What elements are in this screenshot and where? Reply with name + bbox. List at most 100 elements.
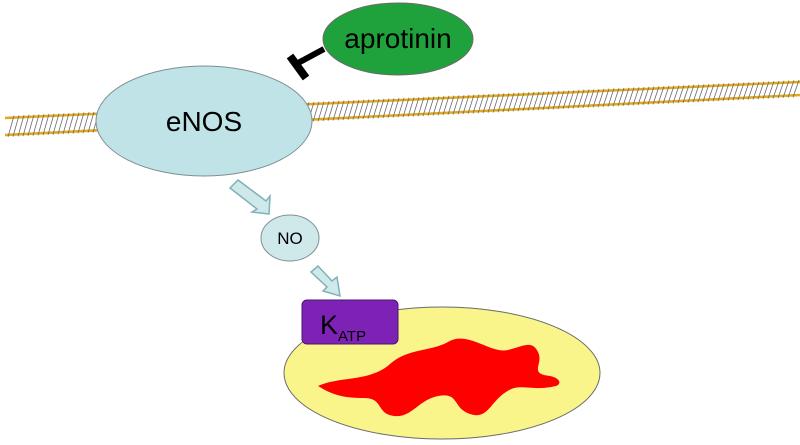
filament-hatch-line — [627, 87, 635, 106]
filament-hatch-line — [767, 81, 775, 99]
no-node: NO — [260, 214, 320, 262]
filament-hatch-line — [327, 100, 335, 121]
filament-hatch-line — [72, 112, 80, 134]
filament-hatch-line — [27, 114, 35, 136]
filament-hatch-line — [647, 86, 655, 105]
katp-channel: KATP — [301, 299, 399, 345]
filament-hatch-line — [552, 90, 560, 110]
filament-hatch-line — [562, 90, 570, 110]
filament-hatch-line — [497, 93, 505, 113]
filament-hatch-line — [422, 96, 430, 117]
filament-hatch-line — [312, 101, 320, 122]
filament-hatch-line — [447, 95, 455, 115]
filament-hatch-line — [517, 92, 525, 112]
filament-hatch-line — [332, 100, 340, 121]
filament-hatch-line — [732, 82, 740, 101]
filament-hatch-line — [32, 114, 40, 136]
filament-hatch-line — [67, 112, 75, 134]
filament-hatch-line — [432, 96, 440, 116]
filament-hatch-line — [322, 101, 330, 122]
filament-hatch-line — [582, 89, 590, 109]
filament-hatch-line — [527, 91, 535, 111]
no-label: NO — [277, 229, 303, 248]
filament-hatch-line — [377, 98, 385, 119]
filament-hatch-line — [567, 90, 575, 109]
filament-hatch-line — [342, 100, 350, 121]
filament-hatch-line — [557, 90, 565, 110]
filament-hatch-line — [772, 80, 780, 99]
filament-hatch-line — [482, 93, 490, 114]
filament-hatch-line — [622, 87, 630, 107]
filament-hatch-line — [712, 83, 720, 102]
filament-hatch-line — [702, 83, 710, 103]
filament-hatch-line — [437, 96, 445, 116]
aprotinin-label: aprotinin — [344, 23, 451, 54]
filament-hatch-line — [657, 86, 665, 105]
filament-hatch-line — [392, 98, 400, 118]
filament-hatch-line — [682, 84, 690, 104]
filament-hatch-line — [17, 115, 25, 137]
filament-hatch-line — [387, 98, 395, 118]
filament-hatch-line — [347, 100, 355, 120]
filament-hatch-line — [787, 80, 795, 98]
filament-hatch-line — [597, 88, 605, 108]
filament-hatch-line — [692, 84, 700, 103]
filament-hatch-line — [82, 112, 90, 134]
filament-hatch-line — [362, 99, 370, 120]
filament-hatch-line — [777, 80, 785, 99]
filament-hatch-line — [442, 95, 450, 116]
arrow-enos-to-no — [228, 179, 271, 215]
filament-hatch-line — [572, 89, 580, 109]
filament-hatch-line — [607, 88, 615, 107]
filament-hatch-line — [637, 86, 645, 106]
katp-subscript: ATP — [338, 328, 366, 345]
filament-hatch-line — [457, 95, 465, 115]
filament-hatch-line — [382, 98, 390, 119]
filament-hatch-line — [537, 91, 545, 111]
filament-hatch-line — [427, 96, 435, 116]
filament-hatch-line — [697, 84, 705, 103]
filament-hatch-line — [507, 92, 515, 112]
katp-label: K — [320, 310, 338, 340]
filament-hatch-line — [547, 91, 555, 110]
filament-hatch-line — [77, 112, 85, 134]
filament-hatch-line — [477, 94, 485, 114]
filament-hatch-line — [7, 115, 15, 137]
filament-hatch-line — [417, 96, 425, 117]
filament-hatch-line — [762, 81, 770, 99]
filament-hatch-line — [687, 84, 695, 103]
filament-hatch-line — [667, 85, 675, 104]
filament-hatch-line — [722, 83, 730, 102]
filament-hatch-line — [407, 97, 415, 117]
filament-hatch-line — [727, 82, 735, 101]
inhibition-edge — [286, 46, 326, 81]
filament-hatch-line — [707, 83, 715, 102]
filament-hatch-line — [502, 93, 510, 113]
mitochondrion-cristae — [318, 338, 560, 417]
filament-hatch-line — [462, 94, 470, 115]
filament-hatch-line — [317, 101, 325, 122]
filament-hatch-line — [677, 85, 685, 104]
aprotinin-node: aprotinin — [322, 2, 474, 76]
filament-hatch-line — [742, 82, 750, 100]
filament-hatch-line — [57, 113, 65, 135]
filament-hatch-line — [492, 93, 500, 113]
filament-hatch-line — [737, 82, 745, 101]
filament-hatch-line — [717, 83, 725, 102]
svg-text:KATP: KATP — [320, 310, 366, 345]
filament-hatch-line — [642, 86, 650, 106]
filament-hatch-line — [587, 89, 595, 108]
filament-hatch-line — [532, 91, 540, 111]
filament-hatch-line — [632, 87, 640, 106]
filament-hatch-line — [337, 100, 345, 121]
filament-hatch-line — [402, 97, 410, 118]
filament-hatch-line — [372, 98, 380, 119]
filament-hatch-line — [22, 114, 30, 137]
filament-hatch-line — [672, 85, 680, 104]
filament-hatch-line — [747, 81, 755, 100]
filament-hatch-line — [37, 114, 45, 136]
filament-hatch-line — [397, 97, 405, 118]
filament-hatch-line — [522, 92, 530, 112]
filament-hatch-line — [452, 95, 460, 115]
filament-hatch-line — [42, 113, 50, 136]
